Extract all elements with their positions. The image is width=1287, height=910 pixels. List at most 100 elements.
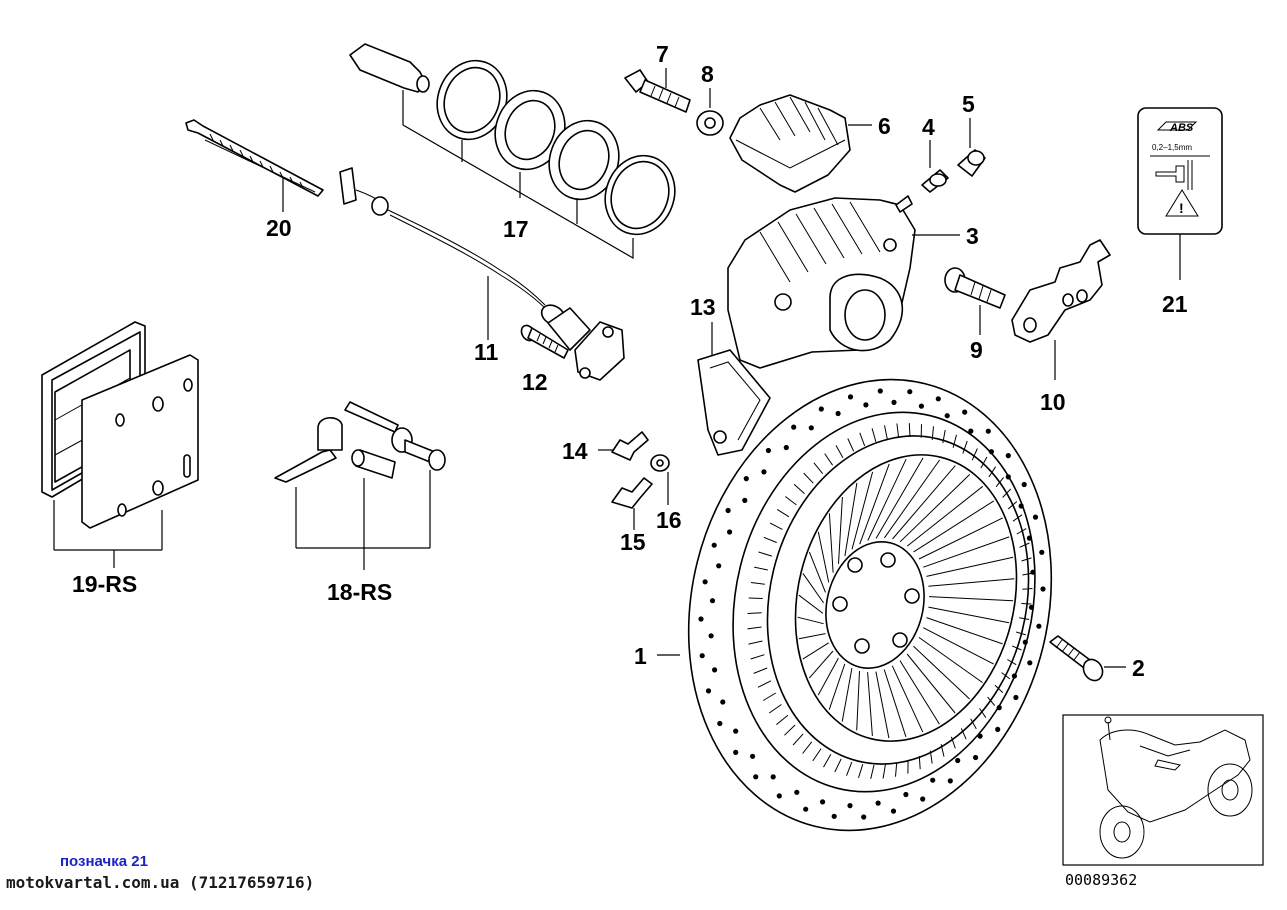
tone-ring-tooth: [896, 423, 900, 438]
tone-ring-tooth: [871, 428, 877, 443]
disc-spoke: [929, 596, 1014, 602]
drill-hole: [988, 449, 995, 455]
tone-ring-tooth: [970, 718, 977, 730]
disc-spoke: [928, 578, 1015, 587]
drill-hole: [818, 406, 824, 412]
drill-hole: [1011, 673, 1018, 679]
disc-tone-ring: [747, 423, 1033, 780]
tone-ring-tooth: [859, 432, 866, 447]
tone-ring-tooth: [803, 472, 814, 484]
label-part-2: 2: [1132, 655, 1145, 681]
footer-note: позначка 21: [60, 853, 148, 870]
tone-ring-tooth: [962, 440, 968, 454]
drill-hole: [1022, 639, 1028, 645]
tone-ring-tooth: [942, 429, 946, 444]
tone-ring-tooth: [812, 748, 822, 762]
tone-ring-tooth: [776, 714, 789, 725]
tone-ring-tooth: [813, 462, 824, 475]
disc-spoke: [892, 465, 956, 540]
drill-hole: [847, 394, 854, 400]
tone-ring-tooth: [979, 708, 987, 718]
disc-spoke: [918, 636, 983, 684]
drill-hole: [717, 720, 723, 727]
drill-hole: [831, 813, 837, 819]
disc-spoke: [923, 536, 1010, 568]
drill-hole: [712, 667, 718, 673]
diagram-code: 00089362: [1065, 871, 1138, 889]
label-part-21: 21: [1162, 291, 1188, 317]
tone-ring-tooth: [763, 536, 777, 543]
label-part-14: 14: [562, 438, 588, 464]
tone-ring-tooth: [847, 438, 855, 452]
tone-ring-tooth: [757, 680, 772, 688]
tone-ring-tooth: [1007, 659, 1017, 666]
drill-hole: [727, 529, 733, 535]
disc-spoke: [906, 653, 956, 714]
drill-hole: [930, 777, 936, 783]
label-part-1: 1: [634, 643, 647, 669]
tone-ring-tooth: [971, 448, 978, 461]
part-19-brake-pads: [41, 321, 199, 568]
drill-hole: [716, 563, 722, 569]
drill-hole: [1013, 694, 1019, 701]
disc-spoke: [817, 531, 830, 583]
tone-ring-tooth: [987, 696, 996, 706]
footer-site-link[interactable]: motokvartal.com.ua (71217659716): [6, 873, 315, 892]
disc-spoke: [798, 633, 826, 640]
drill-hole: [996, 705, 1002, 711]
disc-spoke: [797, 616, 824, 625]
drill-hole: [1039, 549, 1045, 555]
tone-ring-tooth: [753, 667, 768, 674]
disc-spoke: [913, 500, 995, 553]
tone-ring-tooth: [802, 741, 813, 754]
drill-hole: [791, 424, 797, 430]
drill-hole: [1028, 604, 1035, 610]
tone-ring-tooth: [1021, 603, 1032, 605]
label-part-8: 8: [701, 61, 714, 87]
label-part-19: 19-RS: [72, 571, 137, 597]
part-21-abs-label: ABS 0,2–1,5mm !: [1137, 107, 1223, 280]
disc-spoke: [899, 660, 940, 725]
disc-spoke: [899, 474, 971, 543]
disc-spoke: [817, 657, 839, 696]
disc-spoke: [923, 627, 994, 665]
disc-spoke: [808, 650, 834, 679]
label-part-16: 16: [656, 507, 682, 533]
tone-ring-tooth: [1007, 501, 1018, 510]
tone-ring-tooth: [884, 425, 888, 440]
drill-hole: [1005, 474, 1011, 480]
drill-hole: [702, 579, 708, 585]
tone-ring-tooth: [895, 762, 898, 777]
drill-hole: [1018, 503, 1024, 509]
drill-hole: [835, 410, 841, 417]
drill-hole: [765, 447, 772, 454]
tone-ring-tooth: [882, 764, 886, 779]
drill-hole: [1026, 535, 1032, 541]
tone-ring-tooth: [824, 453, 834, 466]
tone-ring-tooth: [918, 755, 921, 770]
tone-ring-tooth: [1012, 514, 1023, 522]
tone-ring-tooth: [1019, 617, 1030, 620]
drill-hole: [705, 688, 712, 694]
drill-hole: [742, 497, 748, 503]
disc-spoke: [867, 458, 907, 541]
label-part-4: 4: [922, 114, 935, 140]
tone-ring-tooth: [835, 445, 844, 458]
tone-ring-tooth: [747, 612, 762, 614]
disc-spoke: [928, 606, 1010, 624]
drill-hole: [750, 753, 756, 759]
drill-hole: [861, 814, 867, 820]
disc-spoke: [867, 672, 873, 737]
tone-ring-tooth: [858, 764, 864, 779]
drill-hole: [803, 806, 809, 812]
tone-ring-tooth: [960, 728, 967, 740]
drill-hole: [944, 413, 950, 419]
abs-logo: ABS: [1169, 122, 1194, 134]
tone-ring-tooth: [823, 753, 832, 768]
disc-spoke: [926, 556, 1014, 577]
drill-hole: [962, 409, 968, 415]
tone-ring-tooth: [1022, 588, 1033, 590]
disc-spoke: [891, 665, 924, 733]
label-part-13: 13: [690, 294, 716, 320]
